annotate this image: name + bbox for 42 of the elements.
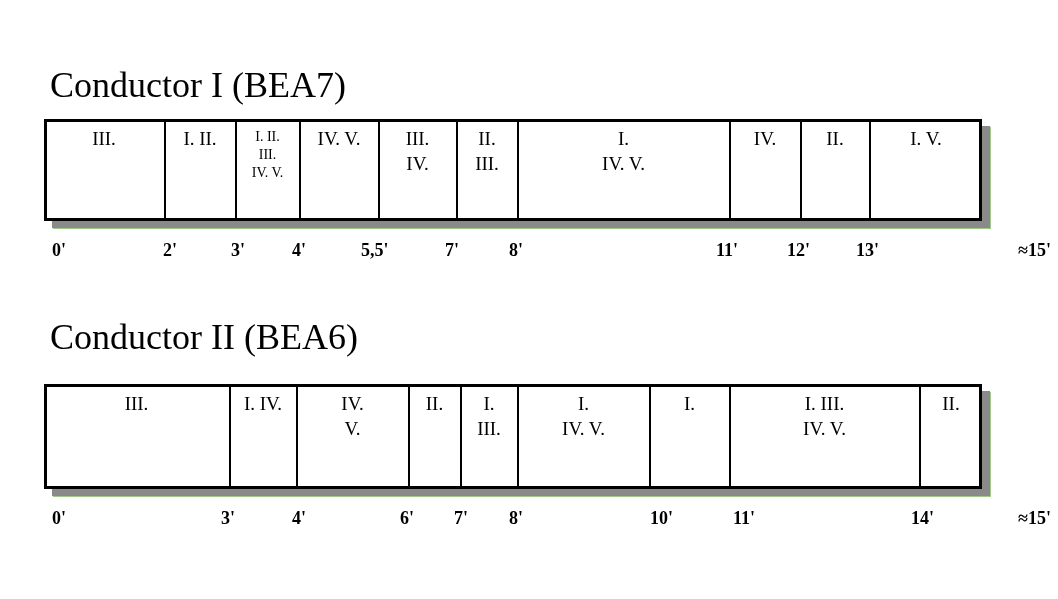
dimension-label: 5,5' — [361, 240, 389, 261]
segment-label: I. II. III. IV. V. — [251, 128, 284, 182]
segment-label: I. II. — [183, 127, 217, 151]
dimension-label: 3' — [231, 240, 245, 261]
heading: Conductor II (BEA6) — [50, 316, 358, 358]
heading: Conductor I (BEA7) — [50, 64, 346, 106]
segment-label: IV. — [753, 127, 777, 151]
dimension-label: 4' — [292, 508, 306, 529]
segment-label: II. — [826, 127, 844, 151]
dimension-label: 7' — [445, 240, 459, 261]
segment-label: II. III. — [475, 127, 499, 176]
dimension-label: 8' — [509, 240, 523, 261]
dimension-label: 12' — [787, 240, 810, 261]
segment-label: I. III. IV. V. — [803, 392, 846, 441]
segment-label: I. V. — [910, 127, 942, 151]
segment-label: IV. V. — [317, 127, 361, 151]
segment-label: II. — [425, 392, 444, 416]
segment-label: II. — [942, 392, 960, 416]
segment-label: IV. V. — [341, 392, 364, 441]
dimension-label: 6' — [400, 508, 414, 529]
dimension-label: 13' — [856, 240, 879, 261]
segment-label: I. III. — [477, 392, 501, 441]
segment-label: I. IV. V. — [562, 392, 605, 441]
dimension-label: 11' — [733, 508, 755, 529]
dimension-label: ≈15' — [1018, 240, 1051, 261]
segment-label: I. IV. V. — [602, 127, 645, 176]
dimension-label: 7' — [454, 508, 468, 529]
dimension-label: 3' — [221, 508, 235, 529]
dimension-label: 4' — [292, 240, 306, 261]
dimension-label: 8' — [509, 508, 523, 529]
dimension-label: 14' — [911, 508, 934, 529]
segment-label: III. IV. — [405, 127, 430, 176]
dimension-label: 0' — [52, 240, 66, 261]
segment-label: I. IV. — [243, 392, 283, 416]
dimension-label: 11' — [716, 240, 738, 261]
segment-label: III. — [92, 127, 116, 151]
dimension-label: ≈15' — [1018, 508, 1051, 529]
dimension-label: 0' — [52, 508, 66, 529]
segment-label: I. — [683, 392, 696, 416]
dimension-label: 10' — [650, 508, 673, 529]
dimension-label: 2' — [163, 240, 177, 261]
segment-label: III. — [124, 392, 149, 416]
